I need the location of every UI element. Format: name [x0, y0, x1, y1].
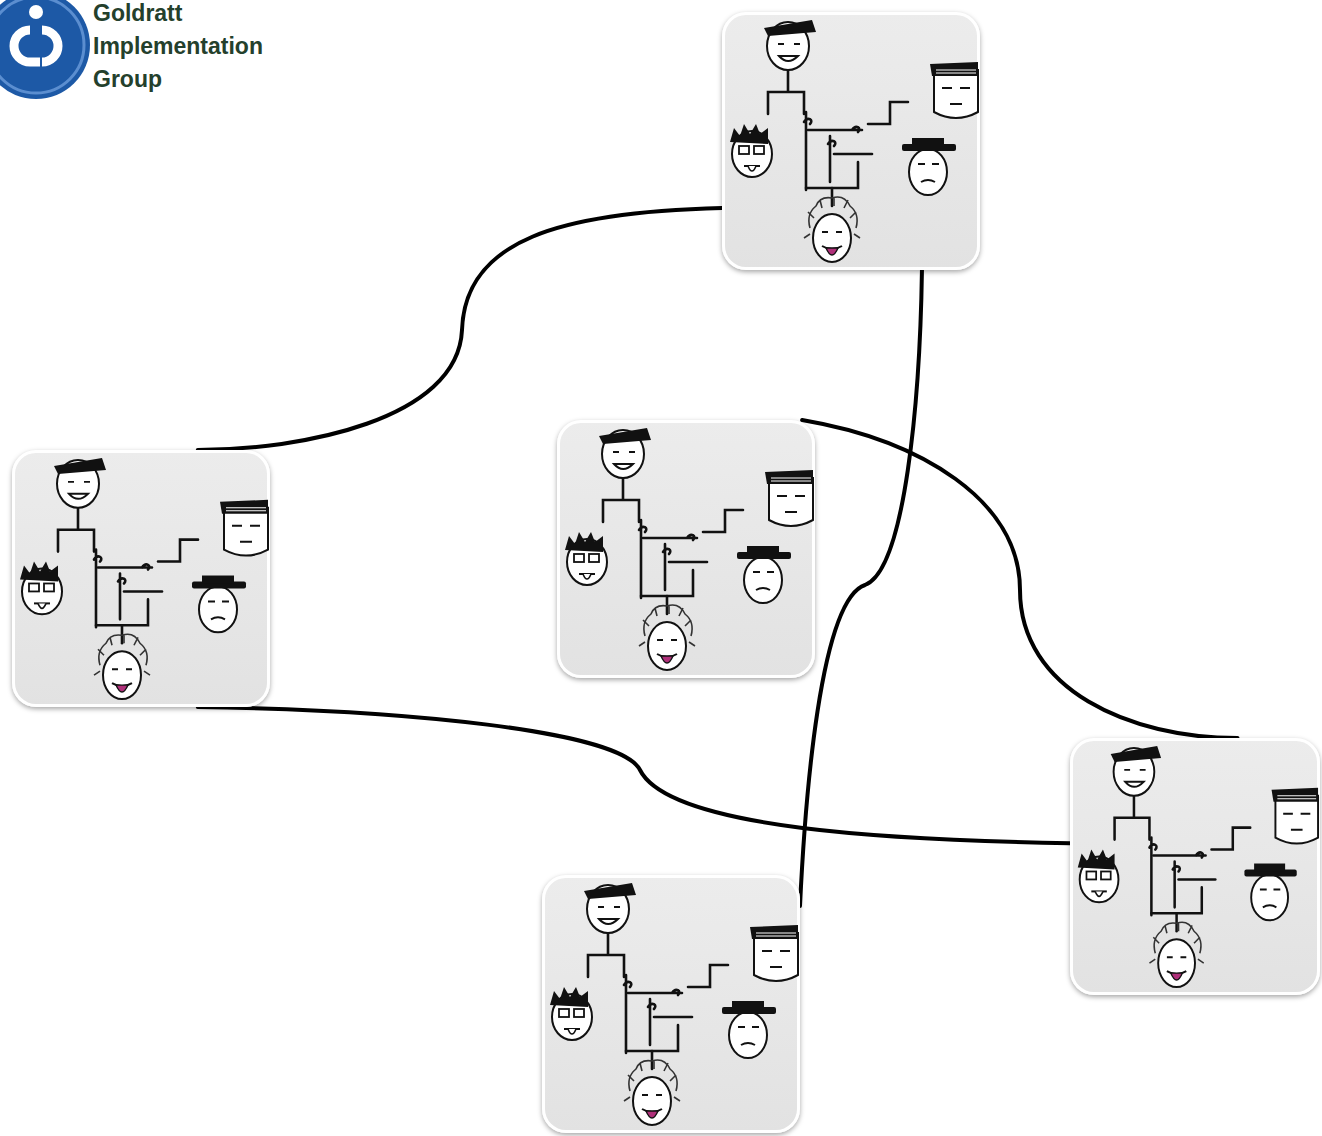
connector-line [198, 707, 1070, 843]
face-tree [1078, 746, 1318, 987]
face-tree-illustration [12, 450, 270, 707]
face-tree [20, 458, 268, 699]
connector [800, 270, 922, 906]
logo-emblem [0, 0, 100, 110]
connector-line [198, 208, 722, 450]
connector [802, 420, 1237, 738]
face-tree-illustration [557, 420, 815, 678]
face-tree [550, 883, 798, 1125]
connector [198, 208, 722, 450]
scenario-panel [722, 12, 980, 270]
face-tree [565, 428, 813, 670]
scenario-panel [1070, 738, 1320, 995]
connector [198, 707, 1070, 843]
scenario-panel [12, 450, 270, 707]
connector-line [802, 420, 1237, 738]
face-tree-illustration [542, 875, 800, 1133]
scenario-panel [557, 420, 815, 678]
scenario-panel [542, 875, 800, 1133]
logo-text: Goldratt Implementation Group [93, 0, 263, 96]
face-tree-illustration [722, 12, 980, 270]
face-tree-illustration [1070, 738, 1320, 995]
face-tree [730, 20, 978, 262]
connector-line [800, 270, 922, 906]
